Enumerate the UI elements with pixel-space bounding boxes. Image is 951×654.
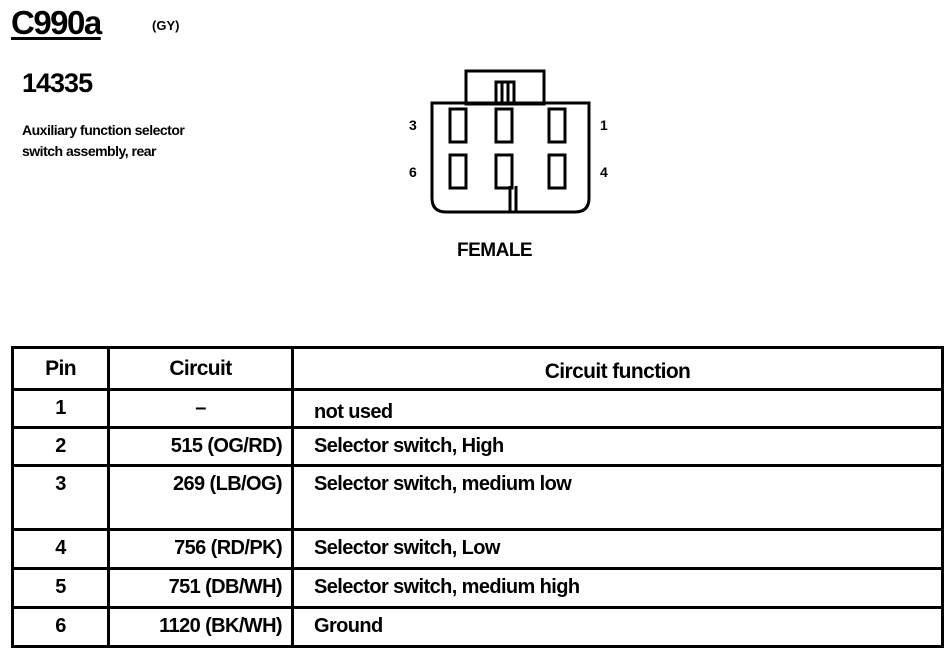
pin-label-1: 1: [600, 117, 608, 133]
function-cell: Selector switch, medium low: [291, 464, 944, 531]
table-row: 2 515 (OG/RD) Selector switch, High: [11, 426, 944, 467]
pin-cell: 2: [11, 426, 110, 467]
pin-cell: 1: [11, 388, 110, 429]
circuit-cell: 751 (DB/WH): [107, 567, 294, 609]
component-description: Auxiliary function selector switch assem…: [22, 120, 185, 162]
table-row: 4 756 (RD/PK) Selector switch, Low: [11, 528, 944, 570]
circuit-cell: 269 (LB/OG): [107, 464, 294, 531]
pin-cell: 6: [11, 606, 110, 648]
description-line-1: Auxiliary function selector: [22, 122, 185, 138]
connector-gender: FEMALE: [457, 240, 533, 261]
pin-label-4: 4: [600, 164, 608, 180]
header-pin: Pin: [11, 346, 110, 391]
part-number: 14335: [22, 68, 93, 98]
cavity-1: [547, 107, 567, 144]
table-row: 3 269 (LB/OG) Selector switch, medium lo…: [11, 464, 944, 531]
connector-color: (GY): [152, 18, 180, 33]
connector-id: C990a: [11, 4, 102, 41]
cavity-3: [448, 107, 468, 144]
function-cell: Selector switch, Low: [291, 528, 944, 570]
circuit-cell: 515 (OG/RD): [107, 426, 294, 467]
function-cell: not used: [291, 388, 944, 429]
pin-label-3: 3: [409, 117, 417, 133]
header-function: Circuit function: [291, 346, 944, 391]
connector-body: [430, 101, 591, 214]
pin-cell: 3: [11, 464, 110, 531]
function-cell: Ground: [291, 606, 944, 648]
pin-label-6: 6: [409, 164, 417, 180]
circuit-cell: –: [107, 388, 294, 429]
description-line-2: switch assembly, rear: [22, 143, 156, 159]
pin-table: Pin Circuit Circuit function 1 – not use…: [11, 346, 944, 648]
function-cell: Selector switch, High: [291, 426, 944, 467]
latch-tab: [494, 80, 516, 104]
function-cell: Selector switch, medium high: [291, 567, 944, 609]
circuit-cell: 1120 (BK/WH): [107, 606, 294, 648]
cavity-6: [448, 153, 468, 190]
pin-cell: 4: [11, 528, 110, 570]
header-circuit: Circuit: [107, 346, 294, 391]
connector-face-diagram: [430, 69, 591, 214]
cavity-5: [494, 153, 514, 190]
table-row: 1 – not used: [11, 388, 944, 429]
pin-cell: 5: [11, 567, 110, 609]
table-row: 6 1120 (BK/WH) Ground: [11, 606, 944, 648]
table-header-row: Pin Circuit Circuit function: [11, 346, 944, 391]
cavity-2: [494, 107, 514, 144]
table-row: 5 751 (DB/WH) Selector switch, medium hi…: [11, 567, 944, 609]
connector-latch: [464, 69, 546, 106]
cavity-4: [547, 153, 567, 190]
circuit-cell: 756 (RD/PK): [107, 528, 294, 570]
